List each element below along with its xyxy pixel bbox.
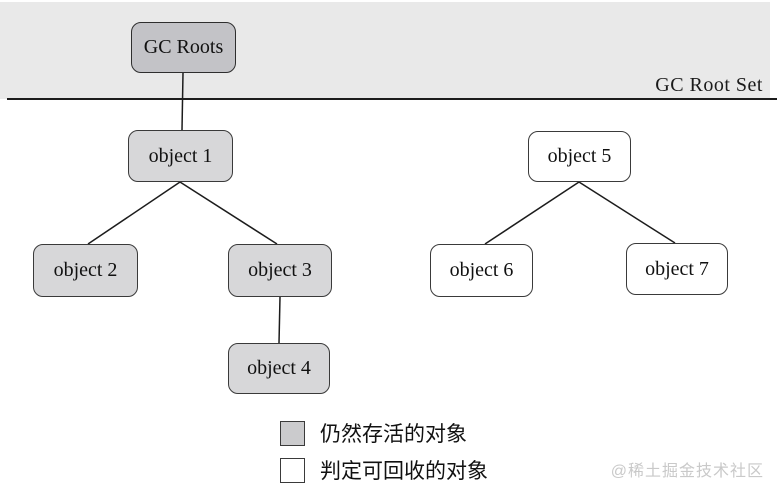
node-object5: object 5 [528, 131, 631, 182]
node-object1: object 1 [128, 130, 233, 182]
node-object3: object 3 [228, 244, 332, 297]
alive-legend-label: 仍然存活的对象 [320, 422, 467, 446]
collectable-legend-label: 判定可回收的对象 [320, 459, 488, 483]
node-object7: object 7 [626, 243, 728, 295]
node-object6: object 6 [430, 244, 533, 297]
legend-row-alive: 仍然存活的对象 [280, 418, 488, 448]
edge-object5-object7 [578, 181, 676, 244]
gc-root-set-label: GC Root Set [655, 74, 763, 96]
edge-object5-object6 [484, 181, 580, 245]
node-object4: object 4 [228, 343, 330, 394]
edge-object1-object2 [87, 181, 181, 245]
node-gc-roots: GC Roots [131, 22, 236, 73]
collectable-swatch [280, 457, 305, 483]
edge-object3-object4 [278, 296, 281, 344]
gc-root-set-divider-line [7, 98, 777, 100]
legend: 仍然存活的对象 判定可回收的对象 [280, 418, 488, 485]
alive-swatch [280, 420, 305, 446]
legend-row-collectable: 判定可回收的对象 [280, 455, 488, 485]
node-object2: object 2 [33, 244, 138, 297]
edge-object1-object3 [179, 181, 278, 245]
gc-root-set-band [0, 2, 770, 99]
watermark: @稀土掘金技术社区 [610, 463, 764, 480]
